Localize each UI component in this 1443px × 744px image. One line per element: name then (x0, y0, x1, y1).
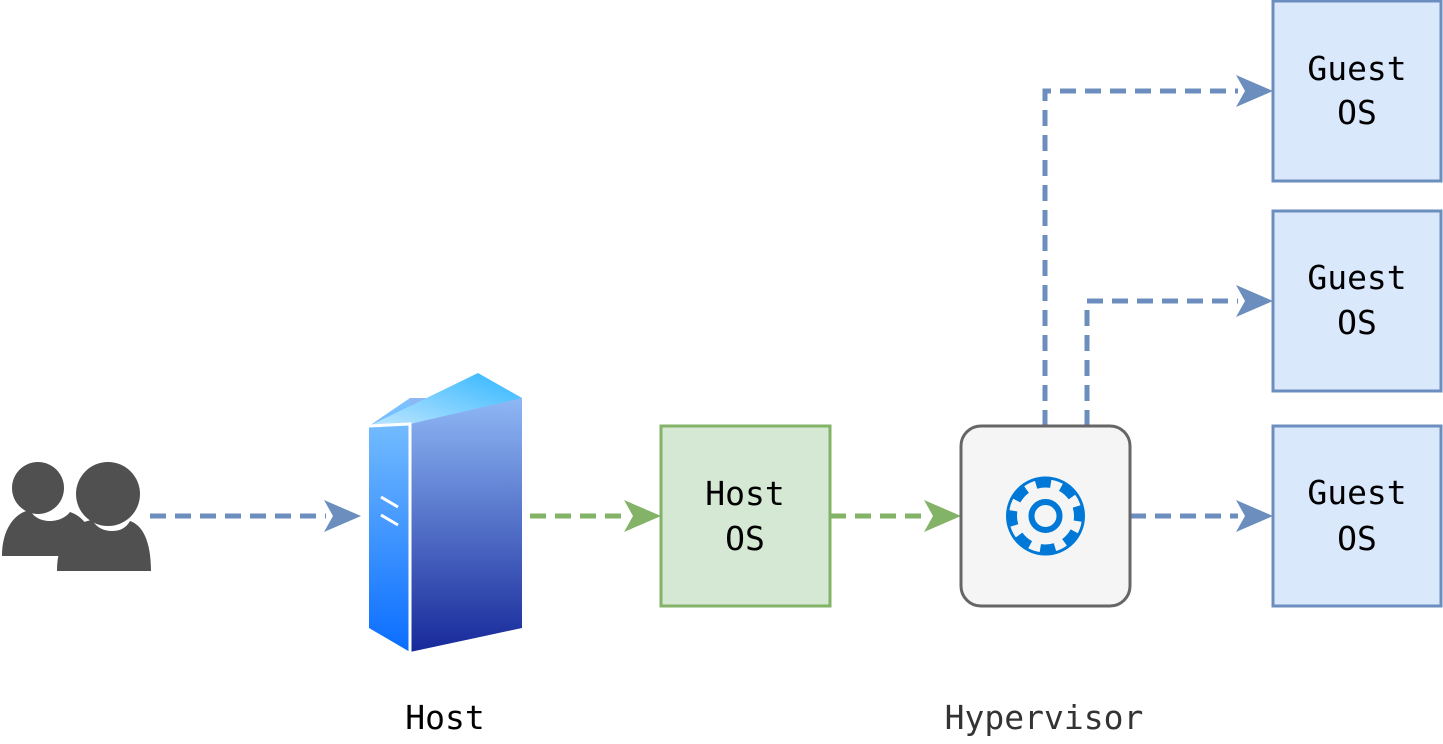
hypervisor-node[interactable] (959, 424, 1132, 608)
guest-os-3-label-line1: Guest (1307, 473, 1406, 512)
server-icon (368, 373, 522, 652)
edge-hypervisor-to-guest-os-3 (1130, 500, 1273, 532)
edge-host-to-host-os (530, 500, 661, 532)
guest-os-1-label-line2: OS (1337, 93, 1377, 132)
server-front (369, 398, 410, 652)
guest-os-node-1[interactable]: Guest OS (1271, 0, 1443, 183)
guest-os-node-2[interactable]: Guest OS (1271, 209, 1443, 393)
server-side (410, 398, 522, 652)
arrowhead (324, 500, 361, 532)
arrowhead (1236, 500, 1273, 532)
guest-os-2-label-line2: OS (1337, 303, 1377, 342)
edge-hypervisor-to-guest-os-1 (1042, 75, 1273, 426)
arrowhead (924, 500, 961, 532)
guest-os-node-3[interactable]: Guest OS (1271, 424, 1443, 608)
hypervisor-caption: Hypervisor (945, 698, 1144, 737)
arrowhead (1236, 75, 1273, 107)
edge-hypervisor-to-guest-os-2 (1084, 285, 1273, 426)
drive-slot (380, 495, 399, 527)
host-os-label-line1: Host (705, 474, 784, 513)
guest-os-3-label-line2: OS (1337, 519, 1377, 558)
edge-users-to-host (150, 500, 361, 532)
edge-host-os-to-hypervisor (830, 500, 961, 532)
server-top (369, 373, 522, 426)
guest-os-2-label-line1: Guest (1307, 258, 1406, 297)
arrowhead (624, 500, 661, 532)
gear-icon (1006, 476, 1085, 556)
host-os-node[interactable]: Host OS (659, 424, 832, 608)
guest-os-1-label-line1: Guest (1307, 49, 1406, 88)
server-edge (368, 422, 412, 652)
host-os-label-line2: OS (725, 519, 765, 558)
arrowhead (1236, 285, 1273, 317)
host-caption: Host (405, 698, 484, 737)
users-icon (2, 462, 151, 571)
